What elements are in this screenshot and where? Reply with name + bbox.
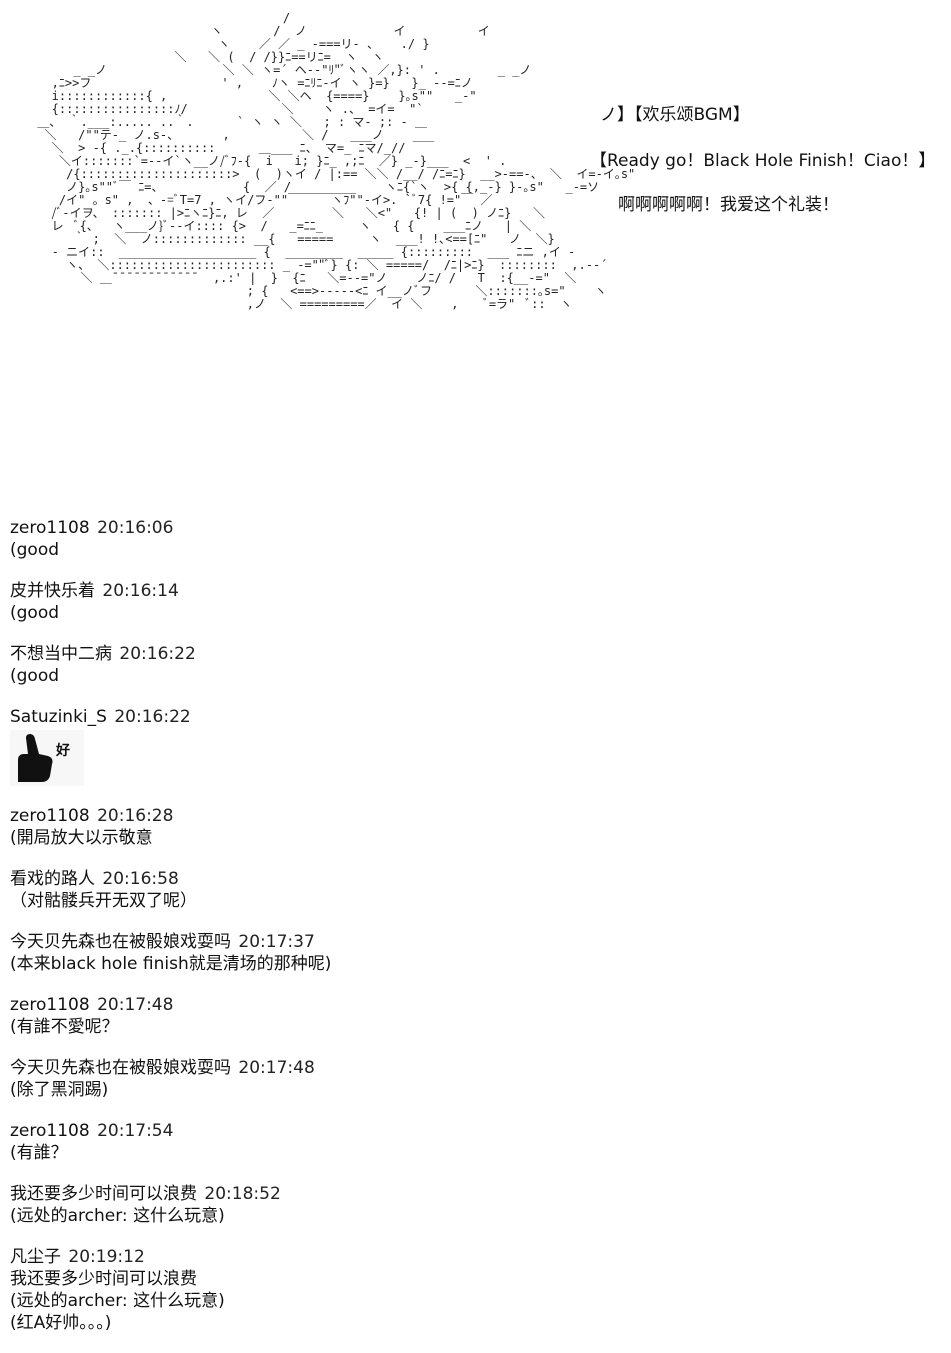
ascii-art-line: ＼ ＼ ( / /}}ﾆ==リﾆ= ヽ ヽ — [30, 50, 384, 64]
comment: Satuzinki_S 20:16:22 好 — [10, 706, 940, 786]
comment-text: (good — [10, 603, 60, 623]
comment-header: Satuzinki_S 20:16:22 — [10, 706, 940, 728]
comment-text: (good — [10, 540, 60, 560]
comment: zero1108 20:16:06(good — [10, 517, 940, 561]
comment: zero1108 20:17:48(有誰不愛呢？ — [10, 994, 940, 1038]
comment-author: 看戏的路人 — [10, 869, 95, 889]
ascii-art-line: ; { <==>-----<ﾆ イ__ノﾞフ ＼:::::::｡s=" ヽ — [30, 284, 607, 298]
comment-timestamp: 20:16:22 — [119, 644, 196, 664]
comment-timestamp: 20:16:28 — [97, 806, 174, 826]
ascii-art-line: ,ﾆ>>フ ' , ﾉヽ =ﾆﾘﾆ-イ ヽ }=} }_ --=ﾆノ — [30, 76, 473, 90]
comment-author: zero1108 — [10, 1121, 90, 1141]
ascii-art-line: _ _ノ ＼ ＼ ヽ=´ ヘ-‐"ﾘ"ﾞヽヽ ／,}: ' . _ _ノ — [30, 63, 532, 77]
comment-author: 我还要多少时间可以浪费 — [10, 1184, 197, 1204]
ascii-art-line: ＿、 ｀.___:..... ..｀. ` ヽ ヽ ＼ ; : マ- ;: - … — [30, 115, 427, 129]
comment-author: zero1108 — [10, 806, 90, 826]
comment-text: (远处的archer: 这什么玩意) — [10, 1291, 225, 1311]
comment: 我还要多少时间可以浪费 20:18:52(远处的archer: 这什么玩意) — [10, 1183, 940, 1227]
comment-timestamp: 20:16:06 — [97, 518, 174, 538]
ascii-art-line: /ﾞ-イヲ、 ::::::: |>ﾆヽﾆ}ﾆ, レ ／ ＼ ＼<" {! | (… — [30, 206, 545, 220]
ascii-art-line: ＼ ＿¯¯¯¯¯¯¯¯¯¯¯¯ ,.:' | } {ﾆ ＼=--="ノ ノﾆ/ … — [30, 271, 577, 285]
comment-author: 凡尘子 — [10, 1247, 61, 1267]
comment: 看戏的路人 20:16:58（对骷髅兵开无双了呢） — [10, 868, 940, 912]
comment-timestamp: 20:16:22 — [114, 707, 191, 727]
ascii-art-line: ＼ /""テ-_ ノ.s-、 , ＼ / ___ノ ___ — [30, 128, 435, 142]
ascii-art-panel: / ヽ / ノ イ イ ヽ ／ ／ _ -===リ- 、 ./ } ＼ ＼ ( … — [30, 12, 935, 502]
comment-timestamp: 20:16:58 — [102, 869, 179, 889]
ascii-art-line: ヽ、 ＼::::::::::::::::::::::: _ -=""ﾞ} {: … — [30, 258, 608, 272]
comment-text: （对骷髅兵开无双了呢） — [10, 891, 197, 911]
comment-timestamp: 20:17:37 — [238, 932, 315, 952]
bgm-caption: ノ】【欢乐颂BGM】 — [600, 105, 750, 125]
comment-text: (good — [10, 666, 60, 686]
ascii-art-line: ヽ ／ ／ _ -===リ- 、 ./ } — [30, 37, 430, 51]
comment-header: 我还要多少时间可以浪费 20:18:52 — [10, 1183, 940, 1205]
comment: 不想当中二病 20:16:22(good — [10, 643, 940, 687]
ascii-art-drawing: / ヽ / ノ イ イ ヽ ／ ／ _ -===リ- 、 ./ } ＼ ＼ ( … — [30, 12, 635, 311]
comment-text: (有誰不愛呢？ — [10, 1017, 119, 1037]
comment-author: Satuzinki_S — [10, 707, 107, 727]
ascii-art-line: ｀ ; ＼ ノ::::::::::::: __{ ===== ヽ ___! !､… — [30, 232, 555, 246]
ascii-art-line: i::::::::::::{ , ＼ ＼ヘ {====} }｡s"" _-" — [30, 89, 477, 103]
comment-header: 今天贝先森也在被骰娘戏耍吗 20:17:48 — [10, 1057, 940, 1079]
comment-timestamp: 20:16:14 — [102, 581, 179, 601]
ascii-art-line: /{:::::::::::::::::::::> ( )ヽイ / |:== ＼＼… — [30, 167, 636, 181]
comment-text: (有誰？ — [10, 1143, 68, 1163]
ascii-art-line: ＼イ:::::::`=--イ`ヽ__ノ/ﾞﾌ-{ i i; }ﾆ_ ,;ﾆ ／}… — [30, 154, 507, 168]
comment-timestamp: 20:19:12 — [68, 1247, 145, 1267]
comment-header: zero1108 20:17:54 — [10, 1120, 940, 1142]
shout-caption: 【Ready go！Black Hole Finish！Ciao！】 — [590, 151, 936, 171]
comment-author: 不想当中二病 — [10, 644, 112, 664]
ascii-art-line: ＼ > -{ ._.{:::::::::: ＿___ ﾆ、 マ=_ ﾆマ/_// — [30, 141, 406, 155]
comment-header: 不想当中二病 20:16:22 — [10, 643, 940, 665]
thumbs-up-sticker-icon: 好 — [10, 730, 84, 786]
ascii-art-line: ヽ / ノ イ イ — [30, 24, 490, 38]
comment-header: zero1108 20:17:48 — [10, 994, 940, 1016]
comment: 皮并快乐着 20:16:14(good — [10, 580, 940, 624]
comment-header: zero1108 20:16:28 — [10, 805, 940, 827]
comment-timestamp: 20:17:48 — [97, 995, 174, 1015]
comment: 今天贝先森也在被骰娘戏耍吗 20:17:48(除了黑洞踢) — [10, 1057, 940, 1101]
comment-header: 皮并快乐着 20:16:14 — [10, 580, 940, 602]
comment: zero1108 20:17:54(有誰？ — [10, 1120, 940, 1164]
ascii-art-line: ,ノ ＼ =========／ イ ＼ , ﾞ=ラ" ﾞ:: ヽ — [30, 297, 573, 311]
comment-text: (除了黑洞踢) — [10, 1080, 109, 1100]
comment-timestamp: 20:18:52 — [204, 1184, 281, 1204]
ascii-art-line: {::::::::::::::::ﾉ/ ＼ ヽ .、 =イ= "` — [30, 102, 424, 116]
comment-header: 凡尘子 20:19:12 — [10, 1246, 940, 1268]
comment-author: 皮并快乐着 — [10, 581, 95, 601]
comment: 今天贝先森也在被骰娘戏耍吗 20:17:37(本来black hole fini… — [10, 931, 940, 975]
comment-text: (開局放大以示敬意 — [10, 828, 153, 848]
ascii-art-line: / — [30, 11, 291, 25]
comment-text: (本来black hole finish就是清场的那种呢) — [10, 954, 332, 974]
comment-text: 我还要多少时间可以浪费 — [10, 1269, 197, 1289]
ascii-art-line: レ ﾞ{、 ヽ___ノ}ﾞ--イ:::: {> / _=ﾆﾆ_ ヽ { { __… — [30, 219, 532, 233]
ascii-art-line: ノ}｡s""ﾞ￣ ﾆ=、 { ／ / _______ ヽﾆ{`ヽ >{ {,_-… — [30, 180, 600, 194]
comment-author: 今天贝先森也在被骰娘戏耍吗 — [10, 932, 231, 952]
comment-header: 今天贝先森也在被骰娘戏耍吗 20:17:37 — [10, 931, 940, 953]
love-caption: 啊啊啊啊啊！我爱这个礼装！ — [618, 195, 839, 215]
ascii-art-line: /イ" 。s" , 、-=ﾞT=7 , ヽイ/フ-""￣￣￣ ヽﾌ""-イ>. … — [30, 193, 493, 207]
comment-author: zero1108 — [10, 995, 90, 1015]
comment-header: 看戏的路人 20:16:58 — [10, 868, 940, 890]
ascii-art-line: ‐ ニイ:: ___________________ { ________ __… — [30, 245, 576, 259]
comment-author: zero1108 — [10, 518, 90, 538]
comment-timestamp: 20:17:54 — [97, 1121, 174, 1141]
comment-text: (远处的archer: 这什么玩意) — [10, 1206, 225, 1226]
comment-author: 今天贝先森也在被骰娘戏耍吗 — [10, 1058, 231, 1078]
comment-timestamp: 20:17:48 — [238, 1058, 315, 1078]
thumbs-up-hand-icon — [10, 730, 84, 786]
comment-text: (红A好帅。。。) — [10, 1313, 112, 1333]
sticker-label: 好 — [56, 743, 70, 759]
comment: zero1108 20:16:28(開局放大以示敬意 — [10, 805, 940, 849]
comment-header: zero1108 20:16:06 — [10, 517, 940, 539]
